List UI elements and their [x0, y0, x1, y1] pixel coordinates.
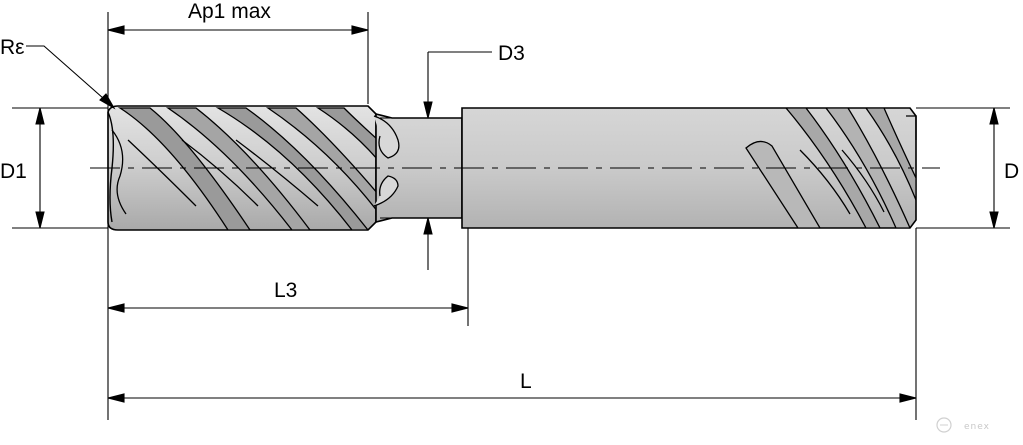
dimension-d3 — [423, 51, 492, 270]
watermark-text: enex — [964, 422, 990, 432]
label-d3: D3 — [498, 42, 525, 65]
label-d: D — [1004, 160, 1019, 183]
dimension-l — [107, 393, 917, 403]
label-r-epsilon: Rε — [0, 36, 25, 59]
dimension-d — [989, 107, 999, 229]
label-ap1-max: Ap1 max — [188, 0, 271, 23]
label-d1: D1 — [0, 160, 27, 183]
extension-lines — [12, 12, 1010, 420]
leader-r-epsilon — [26, 45, 116, 110]
label-l: L — [520, 370, 532, 393]
label-l3: L3 — [274, 279, 297, 302]
watermark-logo: enex — [936, 417, 990, 433]
dimension-ap1-max — [107, 25, 369, 35]
dimension-l3 — [107, 303, 469, 313]
dimension-d1 — [35, 107, 45, 229]
